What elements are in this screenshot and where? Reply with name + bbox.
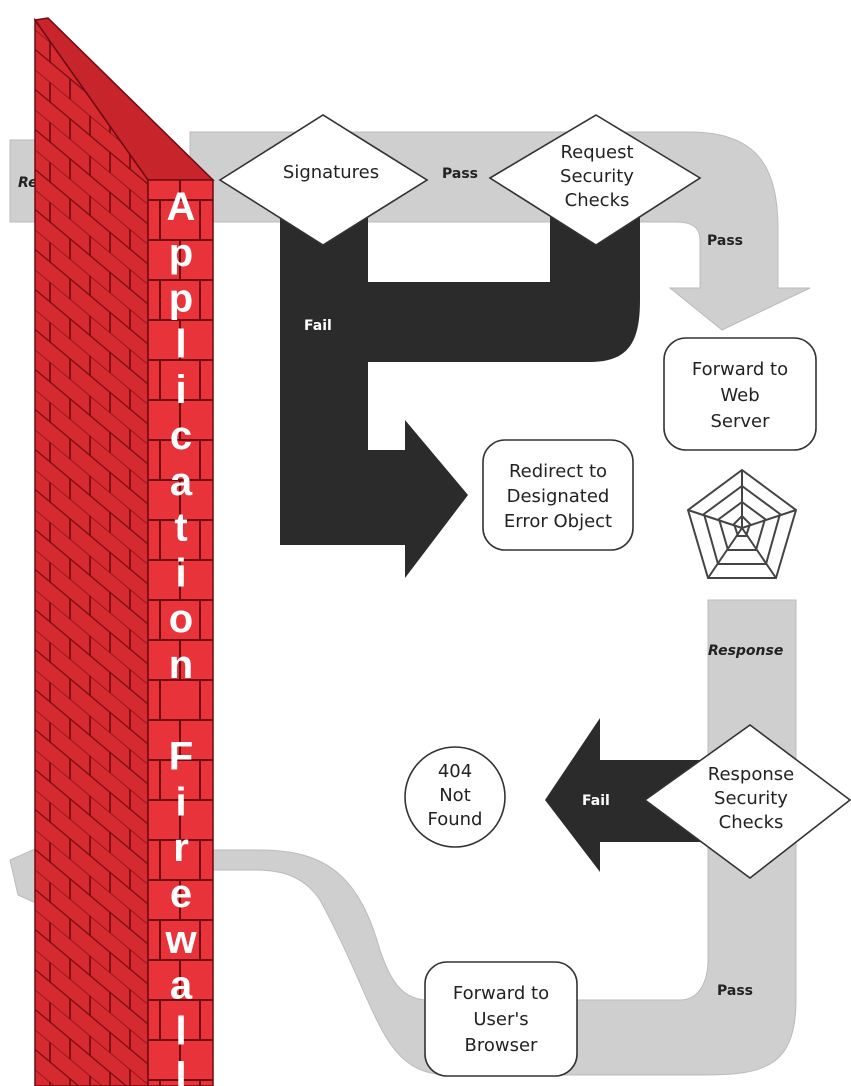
firewall-letter: i xyxy=(175,368,186,412)
firewall-letter: o xyxy=(169,597,193,641)
forward-web-line1: Forward to xyxy=(692,359,788,380)
redirect-line2: Designated xyxy=(507,486,610,507)
forward-to-web-server-box: Forward to Web Server xyxy=(663,337,817,451)
redirect-line3: Error Object xyxy=(504,511,612,532)
firewall-letter: F xyxy=(169,735,193,779)
pass-label-signatures: Pass xyxy=(442,166,478,182)
fail-flow-request xyxy=(280,200,640,578)
fail-flow-response xyxy=(545,718,710,872)
firewall-letter: i xyxy=(175,551,186,595)
forward-to-browser-box: Forward to User's Browser xyxy=(424,961,578,1077)
firewall-letter: w xyxy=(164,918,197,962)
firewall-letter: r xyxy=(173,826,189,870)
response-checks-line2: Security xyxy=(714,788,788,809)
response-label: Response xyxy=(708,643,783,659)
firewall-letter: i xyxy=(175,780,186,824)
firewall-letter: e xyxy=(170,872,192,916)
firewall-letter: a xyxy=(170,964,193,1008)
request-security-checks-decision: Request Security Checks xyxy=(488,114,702,246)
firewall-letter: l xyxy=(175,1055,186,1086)
firewall-letter: a xyxy=(170,460,193,504)
firewall-letter: p xyxy=(169,277,193,321)
firewall-letter: l xyxy=(175,322,186,366)
signatures-text: Signatures xyxy=(283,162,379,183)
response-checks-line3: Checks xyxy=(719,812,784,833)
response-checks-line1: Response xyxy=(708,764,794,785)
firewall-letter: n xyxy=(169,643,193,687)
request-checks-line1: Request xyxy=(560,142,633,163)
redirect-error-object-box: Redirect to Designated Error Object xyxy=(482,439,634,551)
firewall-letter: t xyxy=(174,506,187,550)
forward-web-line3: Server xyxy=(710,411,770,432)
forward-web-line2: Web xyxy=(720,385,759,406)
forward-browser-line2: User's xyxy=(473,1009,528,1030)
redirect-line1: Redirect to xyxy=(509,461,607,482)
firewall-letter: p xyxy=(169,231,193,275)
request-checks-line3: Checks xyxy=(565,190,630,211)
firewall-letter: A xyxy=(167,185,196,229)
firewall-letter: l xyxy=(175,1009,186,1053)
signatures-decision: Signatures xyxy=(218,114,429,246)
not-found-line1: 404 xyxy=(438,761,472,782)
not-found-line2: Not xyxy=(439,785,471,806)
pass-label-request-checks: Pass xyxy=(707,233,743,249)
fail-label-request: Fail xyxy=(304,318,332,334)
firewall-letter: c xyxy=(170,414,192,458)
pass-label-response: Pass xyxy=(717,983,753,999)
fail-label-response: Fail xyxy=(582,793,610,809)
response-security-checks-decision: Response Security Checks xyxy=(643,724,851,880)
forward-browser-line1: Forward to xyxy=(453,983,549,1004)
request-checks-line2: Security xyxy=(560,166,634,187)
not-found-line3: Found xyxy=(428,809,483,830)
forward-browser-line3: Browser xyxy=(465,1035,539,1056)
spider-web-icon xyxy=(686,468,798,579)
not-found-node: 404 Not Found xyxy=(404,746,506,848)
